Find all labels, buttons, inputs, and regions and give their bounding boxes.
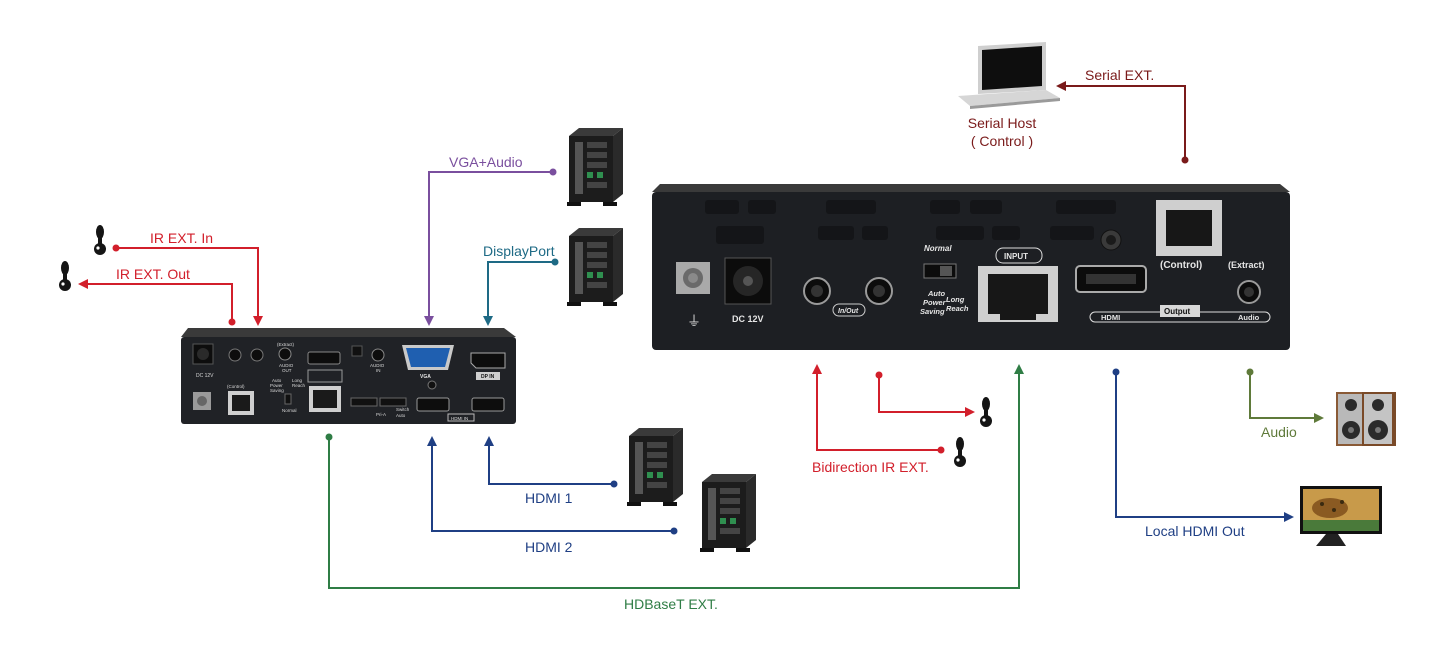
serial-host-label-line2: ( Control ) (971, 133, 1033, 149)
tx-audio-out-label-2: OUT (282, 368, 292, 373)
bidirection-ir-probe-in-icon (954, 437, 966, 467)
ir-ext-out-label: IR EXT. Out (116, 266, 190, 282)
tx-extract-label: (Extract) (277, 342, 295, 347)
tx-normal-label: Normal (282, 408, 297, 413)
serial-ext-label: Serial EXT. (1085, 67, 1154, 83)
tx-pri-label: Pri-A (376, 412, 386, 417)
rx-audio-label: Audio (1238, 313, 1260, 322)
vga-audio-line (424, 168, 557, 326)
rx-auto-power-label-3: Saving (920, 307, 945, 316)
hdmi2-line (427, 436, 678, 535)
rx-extract-label: (Extract) (1228, 260, 1265, 270)
rx-auto-power-label-2: Power (923, 298, 947, 307)
tx-auto-power-label-3: Saving (270, 388, 284, 393)
rx-long-reach-label-1: Long (946, 295, 965, 304)
tx-auto-label: Auto (396, 413, 406, 418)
tx-audio-in-label-1: AUDIO (370, 363, 385, 368)
audio-label: Audio (1261, 424, 1297, 440)
ir-ext-in-line (112, 244, 263, 326)
bidirection-ir-in-line (812, 364, 945, 454)
bidirection-ir-probe-out-icon (980, 397, 992, 427)
tx-hdmi-label: HDMI IN (451, 416, 468, 421)
displayport-source-pc-icon (567, 228, 623, 306)
tx-long-reach-label-2: Reach (292, 383, 306, 388)
ir-receiver-probe-icon (94, 225, 106, 255)
tx-long-reach-label-1: Long (292, 378, 303, 383)
rx-output-label: Output (1164, 307, 1191, 316)
rx-ground-icon: ⏚ (687, 314, 701, 330)
local-hdmi-out-label: Local HDMI Out (1145, 523, 1245, 539)
hdmi2-label: HDMI 2 (525, 539, 573, 555)
serial-host-label-line1: Serial Host (968, 115, 1037, 131)
tx-switch-label: Switch (396, 407, 410, 412)
tx-dp-label: DP IN (481, 374, 495, 380)
bidirection-ir-label: Bidirection IR EXT. (812, 459, 929, 475)
rx-control-label: (Control) (1160, 260, 1202, 271)
rx-auto-power-label-1: Auto (927, 289, 945, 298)
bidirection-ir-out-line (875, 371, 975, 417)
local-hdmi-out-line (1112, 368, 1294, 522)
tx-control-label: (Control) (227, 384, 245, 389)
tx-audio-in-label-2: IN (376, 368, 381, 373)
monitor-icon (1300, 486, 1382, 546)
rx-long-reach-label-2: Reach (946, 304, 969, 313)
hdmi1-source-pc-icon (627, 428, 683, 506)
tx-auto-power-label-2: Power (270, 383, 283, 388)
hdmi1-line (484, 436, 618, 488)
hdbaset-label: HDBaseT EXT. (624, 596, 718, 612)
laptop-icon (958, 42, 1060, 109)
receiver-device: ⏚ DC 12V In/Out Normal Auto Power Saving… (652, 184, 1290, 350)
tx-auto-power-label-1: Auto (272, 378, 282, 383)
serial-ext-line (1056, 81, 1189, 164)
vga-audio-label: VGA+Audio (449, 154, 523, 170)
ir-emitter-probe-icon (59, 261, 71, 291)
rx-hdmi-label: HDMI (1101, 313, 1120, 322)
rx-dc-label: DC 12V (732, 314, 764, 324)
rx-in-out-label: In/Out (838, 308, 859, 315)
hdbaset-line (325, 364, 1024, 589)
tx-audio-out-label-1: AUDIO (279, 363, 294, 368)
displayport-label: DisplayPort (483, 243, 555, 259)
rx-normal-label: Normal (924, 244, 952, 253)
transmitter-device: DC 12V (Control) (Extract) AUDIO OUT Aut… (181, 328, 516, 424)
speakers-icon (1336, 392, 1396, 446)
audio-line (1246, 368, 1324, 423)
ir-ext-in-label: IR EXT. In (150, 230, 213, 246)
vga-source-pc-icon (567, 128, 623, 206)
hdmi2-source-pc-icon (700, 474, 756, 552)
tx-vga-label: VGA (420, 374, 431, 380)
tx-dc-label: DC 12V (196, 373, 214, 379)
ir-ext-out-line (78, 279, 236, 326)
rx-input-label: INPUT (1004, 252, 1028, 261)
displayport-line (483, 258, 559, 326)
hdmi1-label: HDMI 1 (525, 490, 573, 506)
